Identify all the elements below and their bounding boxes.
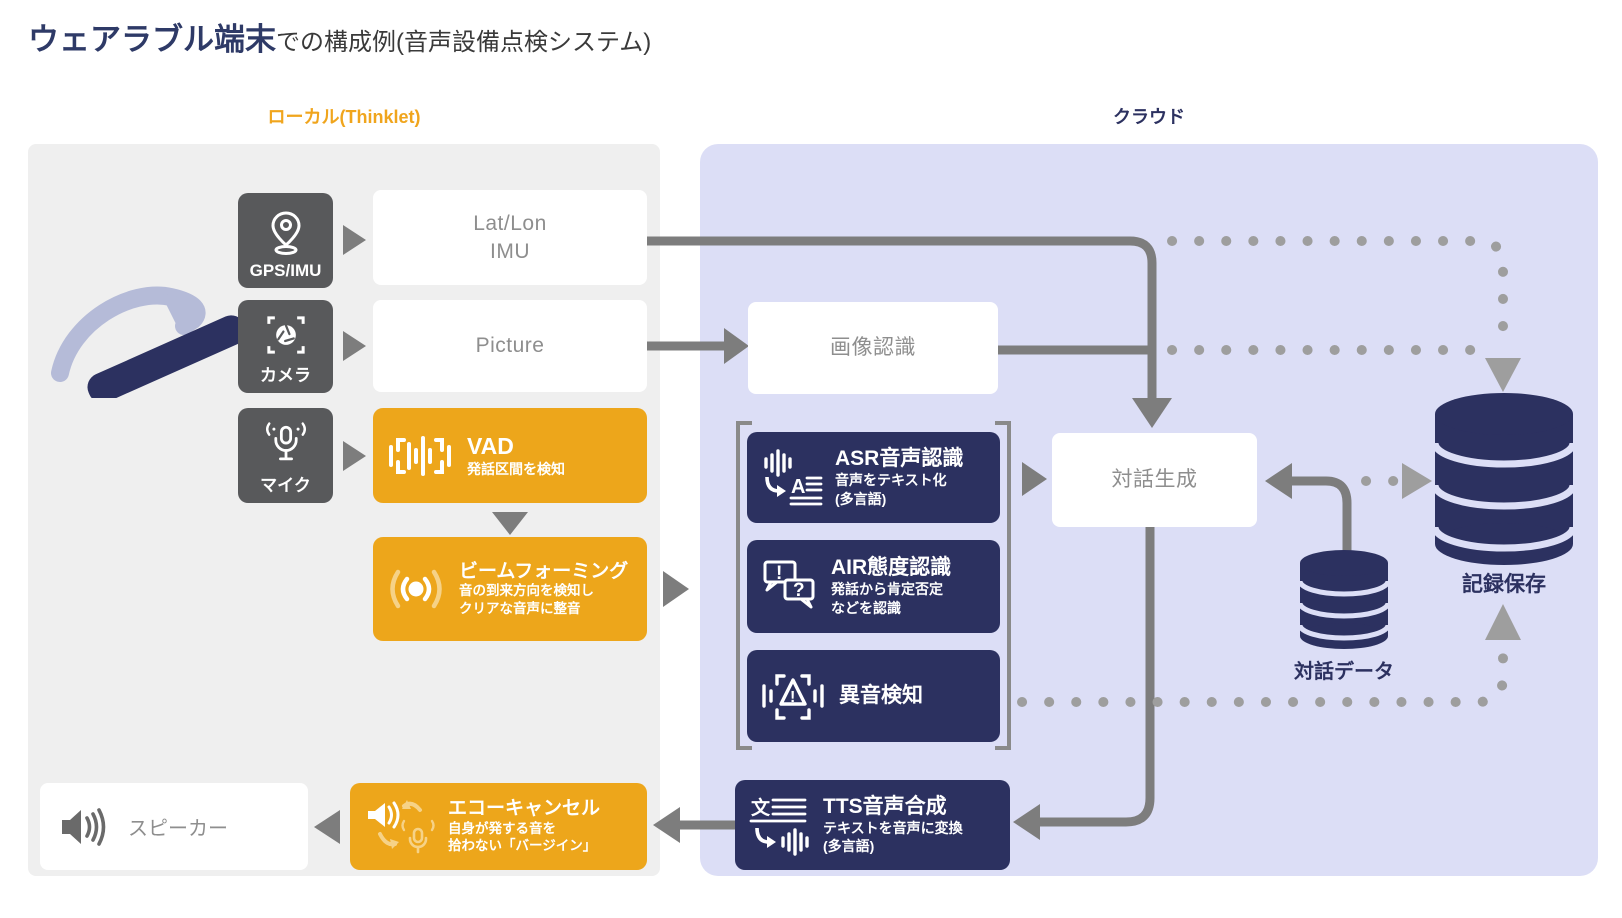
echo-cancel-desc-line2: 拾わない「バージイン」 xyxy=(448,838,597,854)
page-title-emphasis: ウェアラブル端末 xyxy=(28,22,276,57)
record-storage-label: 記録保存 xyxy=(1462,573,1546,596)
sensor-label: GPS/IMU xyxy=(249,261,322,280)
air-box: ! ? AIR態度認識 発話から肯定否定 などを認識 xyxy=(747,540,1000,633)
sensor-box-camera: カメラ xyxy=(238,300,333,393)
svg-text:A: A xyxy=(791,476,805,498)
beamforming-icon xyxy=(390,569,442,609)
svg-text:!: ! xyxy=(776,563,782,584)
echo-cancel-title: エコーキャンセル xyxy=(448,798,601,820)
sensor-label: マイク xyxy=(260,476,311,495)
echo-cancel-icon xyxy=(368,799,435,853)
speaker-box: スピーカー xyxy=(40,783,308,870)
arrow-beamforming-to-group xyxy=(663,571,689,607)
tts-box: 文 TTS音声合成 テキストを音声に変換 (多言語) xyxy=(735,780,1010,870)
vad-box: VAD 発話区間を検知 xyxy=(373,408,647,503)
echo-cancel-box: エコーキャンセル 自身が発する音を 拾わない「バージイン」 xyxy=(350,783,647,870)
beamforming-box: ビームフォーミング 音の到来方向を検知し クリアな音声に整音 xyxy=(373,537,647,641)
record-storage-db-icon xyxy=(1435,393,1573,565)
page-title-rest: での構成例(音声設備点検システム) xyxy=(276,29,652,56)
picture-box: Picture xyxy=(373,300,647,392)
speaker-label: スピーカー xyxy=(128,818,228,840)
asr-desc-line1: 音声をテキスト化 xyxy=(835,472,947,489)
latlon-box: Lat/Lon IMU xyxy=(373,190,647,285)
picture-label: Picture xyxy=(475,334,545,358)
dialogue-data-label: 対話データ xyxy=(1294,661,1394,683)
anomaly-sound-warning-icon: ! xyxy=(762,674,824,720)
sensor-box-mic: マイク xyxy=(238,408,333,503)
mic-icon xyxy=(265,422,306,461)
vad-desc: 発話区間を検知 xyxy=(467,460,565,477)
dialogue-generation-label: 対話生成 xyxy=(1111,468,1198,492)
dialogue-generation-box: 対話生成 xyxy=(1052,433,1257,527)
tts-text-to-speech-icon: 文 xyxy=(749,796,809,856)
beamforming-desc-line2: クリアな音声に整音 xyxy=(459,600,581,616)
asr-speech-to-text-icon: A xyxy=(764,448,823,505)
beamforming-title: ビームフォーミング xyxy=(459,560,629,582)
thinklet-device-illustration xyxy=(51,286,245,398)
dialogue-data-db-icon xyxy=(1300,550,1388,649)
svg-text:!: ! xyxy=(790,689,795,706)
latlon-line1: Lat/Lon xyxy=(473,212,547,236)
air-attitude-speech-bubbles-icon: ! ? xyxy=(763,560,815,608)
svg-text:?: ? xyxy=(793,580,805,601)
sensor-box-gps-imu: GPS/IMU xyxy=(238,193,333,288)
air-desc-line2: などを認識 xyxy=(831,599,901,616)
camera-icon xyxy=(266,316,305,354)
image-recognition-label: 画像認識 xyxy=(830,336,916,360)
tts-title: TTS音声合成 xyxy=(823,794,947,818)
gps-pin-icon xyxy=(270,211,301,255)
asr-desc-line2: (多言語) xyxy=(835,490,887,507)
image-recognition-box: 画像認識 xyxy=(748,302,998,394)
anomaly-detection-box: ! 異音検知 xyxy=(747,650,1000,742)
tts-desc-line1: テキストを音声に変換 xyxy=(823,819,963,836)
latlon-line2: IMU xyxy=(490,239,530,263)
svg-text:文: 文 xyxy=(751,796,771,819)
cloud-region-label: クラウド xyxy=(1113,107,1185,127)
anomaly-title: 異音検知 xyxy=(839,683,923,707)
air-title: AIR態度認識 xyxy=(831,556,952,580)
asr-box: A ASR音声認識 音声をテキスト化 (多言語) xyxy=(747,432,1000,523)
speaker-icon xyxy=(62,807,106,846)
tts-desc-line2: (多言語) xyxy=(823,838,875,855)
air-desc-line1: 発話から肯定否定 xyxy=(831,581,943,598)
sensor-label: カメラ xyxy=(260,366,311,385)
local-region-label: ローカル(Thinklet) xyxy=(267,107,421,127)
vad-title: VAD xyxy=(467,433,514,460)
page-title: ウェアラブル端末での構成例(音声設備点検システム) xyxy=(28,14,651,59)
asr-title: ASR音声認識 xyxy=(835,447,964,471)
beamforming-desc-line1: 音の到来方向を検知し xyxy=(459,583,594,599)
vad-waveform-icon xyxy=(389,435,451,476)
echo-cancel-desc-line1: 自身が発する音を xyxy=(448,820,556,836)
